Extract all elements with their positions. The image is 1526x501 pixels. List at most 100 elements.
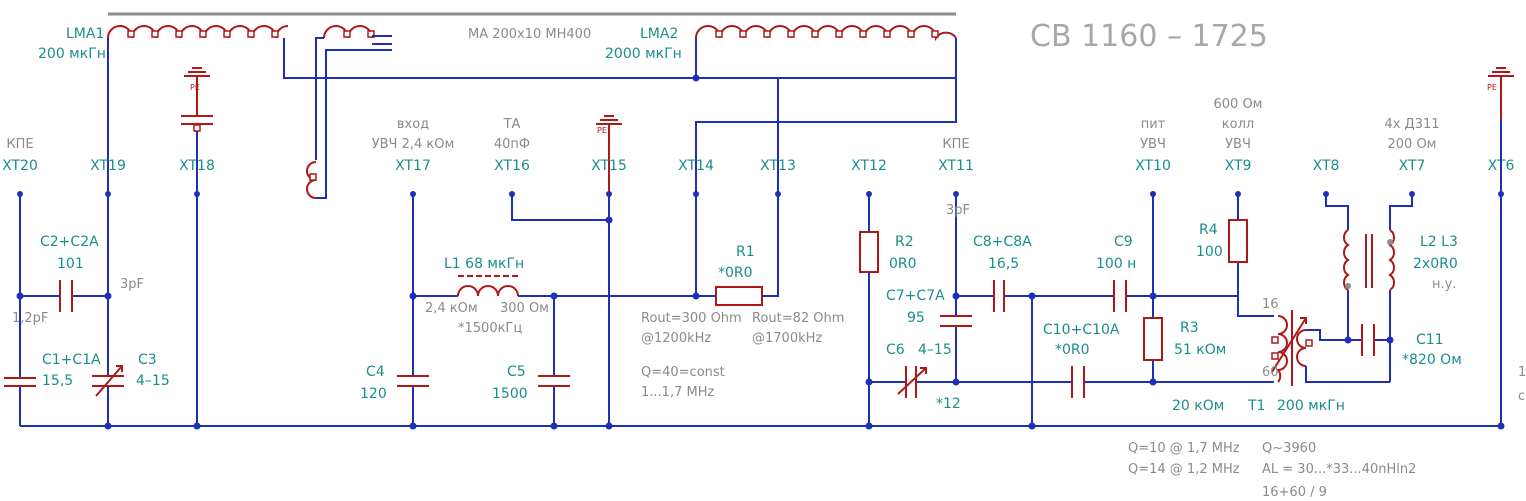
l1-frequency: *1500кГц [458,321,522,336]
connector-note-xt7: 200 Ом [1388,137,1437,152]
rout-b: Rout=82 Ohm [752,311,844,326]
r1-ref: R1 [736,244,755,260]
connector-note-xt9: колл [1222,117,1254,132]
note-al: AL = 30...*33...40nHln2 [1262,462,1416,477]
connector-note-xt7: 4х Д311 [1384,117,1439,132]
r2-value: 0R0 [889,256,917,272]
c6-extra: *12 [936,396,961,412]
l2-l3-inductors [1342,229,1396,291]
stray-3pf-a: 3pF [120,277,144,292]
c5-value: 1500 [492,386,528,402]
r2-ref: R2 [895,234,914,250]
connector-ref-xt20: XT20 [2,158,38,174]
c11-capacitor [1361,324,1375,356]
l2l3-value: 2х0R0 [1413,256,1458,272]
c7-capacitor [940,315,972,327]
c6-trimmer [897,366,927,398]
connector-note-xt10: УВЧ [1140,137,1166,152]
c8-value: 16,5 [988,256,1019,272]
pe-ground-symbol: PE [184,67,210,112]
edge-text-2: с [1518,389,1525,404]
c3-ref: C3 [138,352,157,368]
c10-ref: C10+C10A [1043,322,1120,338]
lma1-ref: LMA1 [66,26,104,42]
connector-ref-xt9: XT9 [1225,158,1252,174]
connector-note-xt9: УВЧ [1225,137,1251,152]
t1-transformer [1271,310,1313,386]
c4-value: 120 [360,386,387,402]
junction [692,74,700,82]
note-q14: Q=14 @ 1,2 MHz [1128,462,1240,477]
freq-range: 1...1,7 MHz [641,385,714,400]
connector-ref-xt11: XT11 [938,158,974,174]
r3-resistor [1143,317,1163,361]
c7-ref: C7+C7A [886,288,945,304]
connector-note-xt11: КПЕ [942,137,969,152]
r2-resistor [859,231,879,273]
stray-3pf-b: 3pF [946,203,970,218]
lma2-coil [695,25,957,42]
pe-ground-symbol: PE [1487,67,1514,120]
connector-ref-xt12: XT12 [851,158,887,174]
xt7-wire [1389,194,1413,382]
c8-capacitor [993,280,1005,312]
c5-ref: C5 [507,364,526,380]
c6-value: 4–15 [918,342,952,358]
l1-inductor [457,285,519,297]
connector-note-xt10: пит [1141,117,1166,132]
c3-value: 4–15 [136,373,170,389]
t1-secondary-wire [1305,329,1390,383]
connector-ref-xt17: XT17 [395,158,431,174]
lma1-secondary-coil [323,25,375,39]
l2l3-ref: L2 L3 [1420,234,1458,250]
r3-ref: R3 [1180,320,1199,336]
r1-resistor [715,286,763,306]
c1-ref: C1+C1A [42,352,101,368]
c6-ref: C6 [886,342,905,358]
freq-a: @1200kHz [641,331,711,346]
c10-value: *0R0 [1055,342,1090,358]
connector-ref-xt7: XT7 [1399,158,1426,174]
c1-capacitor [4,377,36,387]
coupling-wire [315,35,392,160]
connector-note-xt16: 40пФ [494,137,530,152]
svg-text:PE: PE [190,83,200,92]
c9-capacitor [1113,280,1127,312]
lma2-value: 2000 мкГн [605,46,682,62]
t1-ref: T1 [1247,398,1265,414]
pe-ground-symbol: PE [596,115,622,194]
note-turns: 16+60 / 9 [1262,485,1327,500]
c11-value: *820 Ом [1402,352,1462,368]
c8-ref: C8+C8A [973,234,1032,250]
top-wiring [107,38,957,194]
l1-ref: L1 68 мкГн [444,256,524,272]
r4-ref: R4 [1199,222,1218,238]
r4-resistor [1228,219,1248,263]
t1-value: 200 мкГн [1277,398,1345,414]
l1-right-impedance: 300 Ом [500,301,549,316]
note-q3960: Q~3960 [1262,441,1316,456]
link-coil [306,161,317,199]
svg-text:PE: PE [597,126,607,135]
connector-ref-xt10: XT10 [1135,158,1171,174]
ground-junctions [104,422,1505,430]
c11-ref: C11 [1416,332,1444,348]
r4-value: 100 [1196,244,1223,260]
stray-12pf: 1,2pF [12,311,48,326]
xt13-wire [762,194,779,297]
t1-tap1: 16 [1262,297,1279,312]
lma1-value: 200 мкГн [38,46,106,62]
t1-tap2: 60 [1262,365,1279,380]
l2l3-note: н.у. [1432,277,1456,292]
l1-left-impedance: 2,4 кОм [425,301,478,316]
lma2-ref: LMA2 [640,26,678,42]
connector-ref-xt13: XT13 [760,158,796,174]
r3-value: 51 кОм [1174,342,1226,358]
lma1-coil [107,25,289,39]
core-label: МА 200х10 МН400 [468,27,591,42]
connector-ref-xt14: XT14 [678,158,714,174]
note-q10: Q=10 @ 1,7 MHz [1128,441,1240,456]
t1-left-impedance: 20 кОм [1172,398,1224,414]
